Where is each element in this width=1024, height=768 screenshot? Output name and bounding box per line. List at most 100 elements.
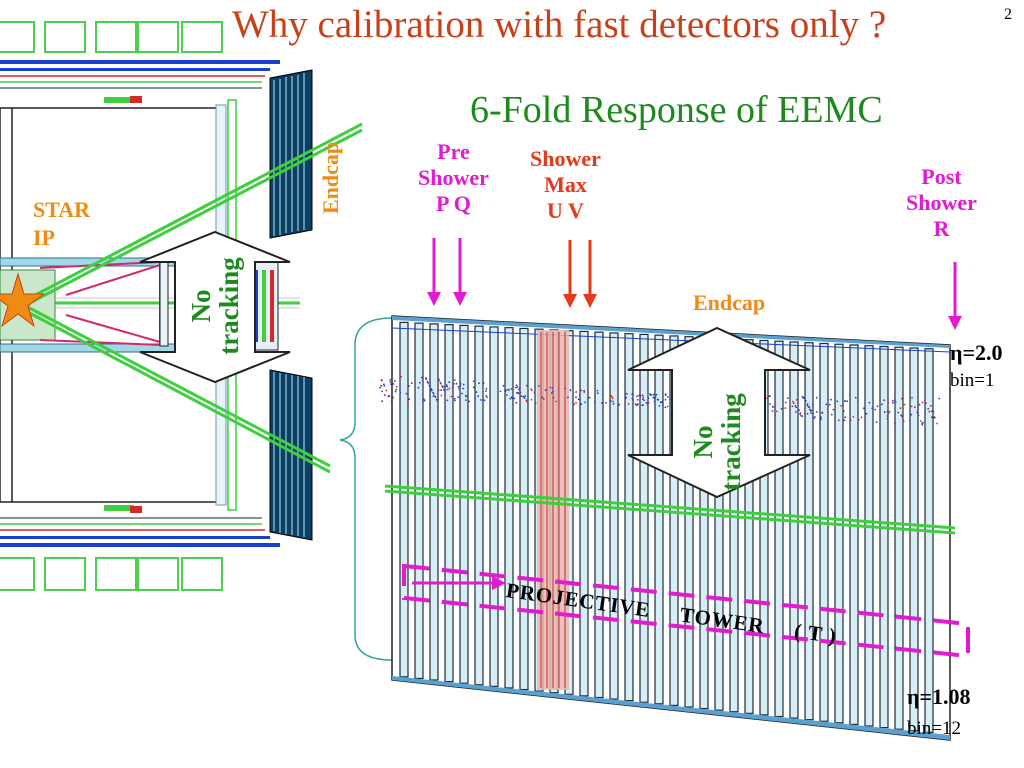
shower-hit [891, 399, 894, 402]
shower-hit [795, 411, 797, 413]
shower-hit [458, 387, 461, 390]
shower-hit [806, 412, 809, 415]
tower-column [789, 341, 799, 719]
shower-hit [883, 399, 885, 402]
shower-hit [383, 394, 386, 397]
shower-hit [538, 385, 540, 387]
shower-hit [381, 379, 383, 382]
shower-hit [505, 389, 507, 392]
shower-hit [881, 403, 883, 406]
shower-hit [809, 410, 812, 412]
shower-hit [580, 403, 583, 406]
bin-bottom-label: bin=12 [907, 718, 961, 739]
shower-hit [485, 387, 488, 390]
shower-hit [450, 395, 453, 398]
shower-hit [446, 388, 449, 391]
shower-hit [806, 404, 809, 406]
shower-hit [775, 410, 778, 413]
shower-hit [769, 403, 771, 405]
shower-hit [666, 405, 669, 408]
star-ip-line-1: STAR [33, 197, 91, 222]
shower-hit [801, 395, 804, 398]
shower-hit [661, 403, 664, 406]
shower-hit [533, 391, 536, 394]
shower-hit [653, 400, 656, 402]
shower-hit [551, 387, 554, 390]
shower-hit [555, 400, 558, 403]
shower-hit [774, 414, 777, 417]
shower-hit [519, 391, 522, 394]
shower-hit [410, 382, 413, 385]
shower-hit [832, 408, 835, 411]
shower-hit [564, 387, 566, 390]
shower-hit [552, 390, 554, 393]
shower-hit [871, 407, 874, 410]
shower-hit [854, 396, 857, 399]
shower-hit [795, 406, 798, 409]
shower-hit [803, 408, 806, 410]
shower-hit [506, 394, 508, 396]
tower-column [609, 332, 619, 700]
shower-hit [815, 396, 818, 399]
shower-hit [544, 389, 547, 392]
shower-hit [836, 400, 839, 403]
shower-hit [791, 405, 794, 408]
shower-hit [930, 405, 932, 407]
shower-hit [638, 394, 640, 397]
shower-hit [647, 397, 650, 400]
shower-hit [515, 401, 518, 404]
shower-hit [631, 397, 634, 400]
shower-hit [785, 401, 787, 404]
shower-hit [612, 400, 614, 403]
shower-hit [830, 398, 832, 401]
shower-hit [482, 382, 485, 385]
shower-hit [932, 419, 934, 422]
shower-hit [381, 390, 383, 393]
shower-hit [618, 403, 621, 406]
shower-hit [518, 389, 521, 392]
tower-column [744, 339, 754, 714]
shower-hit [502, 384, 505, 387]
no-tracking-right-line-2: tracking [716, 393, 746, 491]
shower-hit [820, 418, 822, 420]
no-tracking-arrow-right [627, 326, 811, 499]
shower-hit [634, 403, 637, 405]
shower-hit [380, 384, 383, 387]
shower-hit [459, 382, 462, 385]
shower-hit [542, 398, 545, 400]
shower-hit [886, 415, 889, 417]
shower-hit [611, 395, 613, 398]
shower-hit [768, 395, 770, 398]
shower-hit [883, 411, 886, 414]
shower-hit [800, 414, 802, 417]
shower-hit [549, 386, 552, 389]
shower-hit [636, 398, 639, 401]
shower-hit [477, 395, 480, 398]
shower-hit [438, 379, 440, 382]
bin-top-label: bin=1 [950, 370, 995, 391]
tower-column [504, 327, 514, 689]
left-endcap-modules [269, 69, 313, 541]
shower-hit [792, 400, 794, 403]
shower-hit [462, 387, 465, 390]
shower-hit [432, 392, 435, 395]
shower-hit [924, 402, 927, 405]
shower-hit [388, 395, 391, 398]
shower-hit [875, 421, 878, 423]
shower-hit [917, 409, 919, 412]
tower-column [639, 333, 649, 703]
endcap-zoom [379, 315, 956, 741]
tower-column [594, 331, 604, 699]
shower-hit [664, 398, 667, 401]
post-shower-label: Post Shower R [906, 164, 977, 242]
shower-hit [892, 401, 894, 404]
shower-hit [457, 386, 460, 388]
shower-hit [897, 411, 900, 414]
shower-hit [393, 380, 396, 382]
bottom-box-row [0, 557, 223, 591]
shower-hit [522, 395, 525, 398]
shower-hit [572, 391, 575, 394]
shower-hit [810, 412, 813, 414]
shower-hit [443, 389, 446, 392]
shower-hit [408, 385, 410, 387]
